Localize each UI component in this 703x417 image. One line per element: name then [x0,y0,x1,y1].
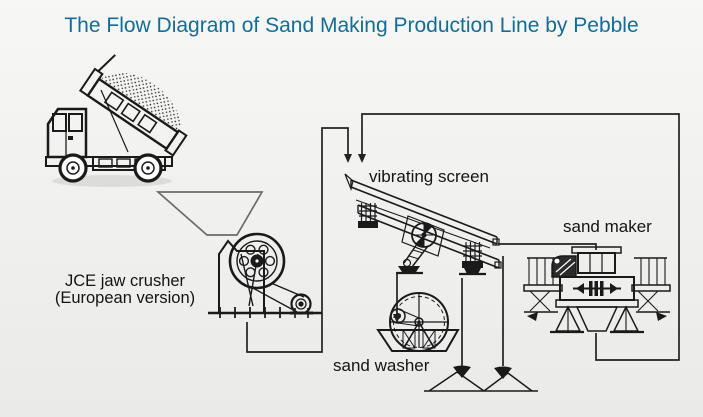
sand-maker-label: sand maker [563,217,652,236]
jaw-crusher-label: JCE jaw crusher (European version) [30,273,220,307]
dump-truck-icon [45,54,188,187]
sand-piles-icon [424,365,538,392]
jaw-crusher-icon [208,232,322,318]
sand-maker-icon [523,246,671,334]
jaw-crusher-label-line2: (European version) [54,289,196,307]
page-title: The Flow Diagram of Sand Making Producti… [64,14,639,37]
vibrating-screen-label: vibrating screen [369,167,490,186]
flow-lines [246,113,680,366]
jaw-crusher-label-line1: JCE jaw crusher [64,272,186,290]
feed-hopper-icon [155,191,264,236]
sand-washer-label: sand washer [333,356,430,375]
sand-washer-icon [376,292,460,352]
vibrating-screen-icon [344,173,502,276]
